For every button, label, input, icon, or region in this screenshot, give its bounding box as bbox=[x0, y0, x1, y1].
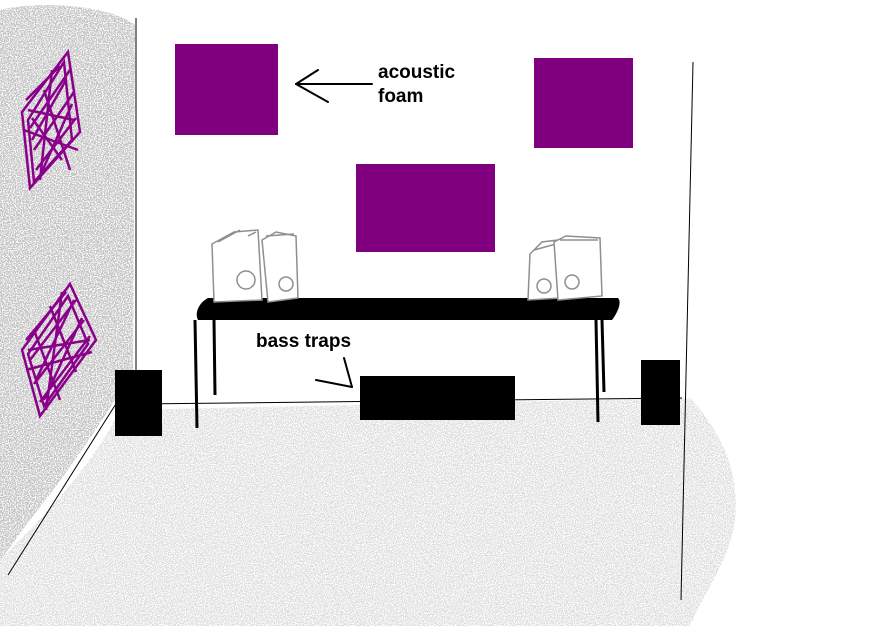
bass-trap-left bbox=[115, 370, 162, 436]
bass-traps-arrow bbox=[315, 357, 353, 388]
acoustic-foam-label-line2: foam bbox=[378, 86, 424, 107]
speaker-left-b-cone bbox=[278, 276, 294, 292]
speaker-left-b bbox=[261, 231, 299, 303]
desk-leg-front-right bbox=[594, 319, 600, 423]
speaker-left-pair bbox=[211, 229, 299, 303]
bass-traps-label: bass traps bbox=[256, 331, 352, 352]
desk bbox=[193, 298, 620, 429]
desk-leg-front-left bbox=[193, 319, 199, 429]
bass-trap-center bbox=[360, 376, 515, 420]
speaker-right-b-cone bbox=[564, 274, 580, 290]
left-wall-foam-upper bbox=[20, 48, 82, 191]
speaker-right-b bbox=[553, 235, 603, 301]
left-wall-foam-lower bbox=[20, 281, 98, 419]
foam-panel-top-left bbox=[175, 44, 278, 135]
foam-arrow bbox=[295, 69, 373, 103]
bass-trap-right bbox=[641, 360, 680, 425]
foam-panel-top-right bbox=[534, 58, 633, 148]
bass-traps bbox=[115, 360, 680, 436]
left-floor-edge bbox=[7, 371, 137, 576]
foam-panel-center bbox=[356, 164, 495, 252]
speaker-right-pair bbox=[527, 235, 603, 301]
desk-leg-back-left bbox=[212, 319, 217, 396]
desk-leg-back-right bbox=[600, 319, 606, 393]
desk-top bbox=[196, 298, 620, 320]
right-corner-line bbox=[680, 61, 694, 601]
speaker-right-a-cone bbox=[536, 278, 552, 294]
acoustic-foam-label-line1: acoustic bbox=[378, 62, 456, 83]
speaker-left-a-cone bbox=[236, 270, 256, 290]
acoustic-foam-panels bbox=[175, 44, 633, 252]
